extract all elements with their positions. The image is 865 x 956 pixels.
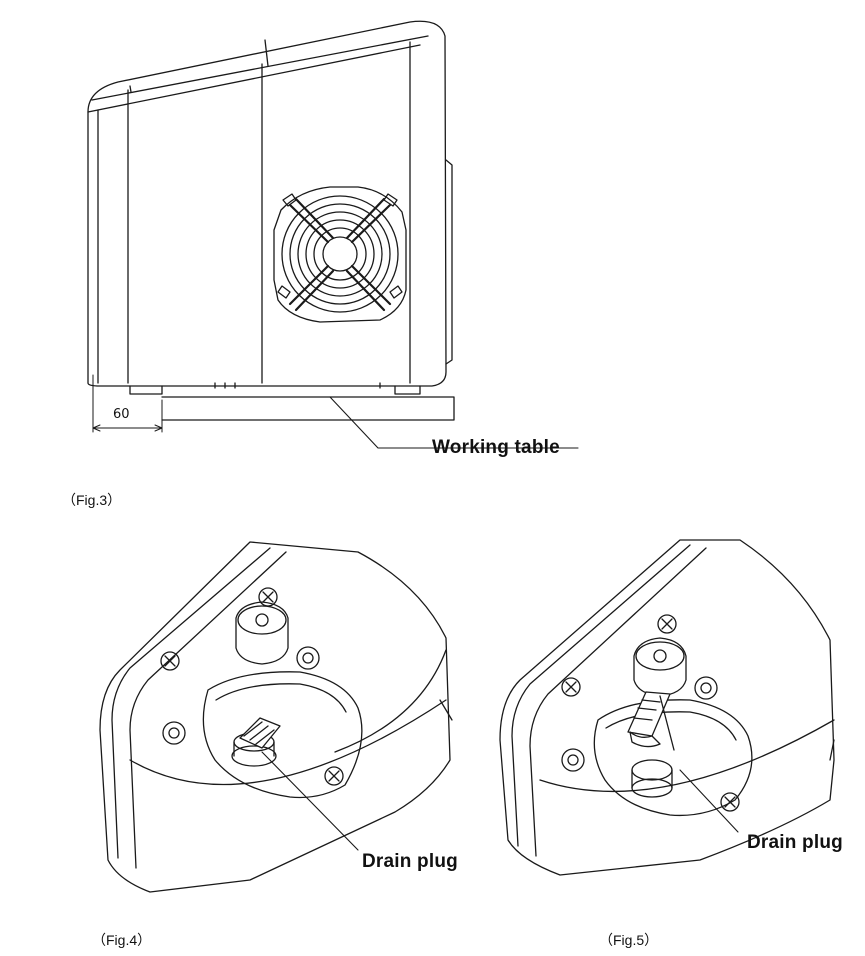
fig4-leader-line	[261, 751, 359, 851]
fig5-leader-line	[679, 769, 739, 833]
fig5-caption: （Fig.5）	[599, 932, 659, 948]
fig4-caption: （Fig.4）	[92, 932, 152, 948]
fig3-caption: （Fig.3）	[62, 492, 122, 508]
fan-grille	[273, 186, 407, 323]
fig5-screws	[561, 614, 740, 812]
working-table	[161, 396, 579, 449]
fig5-base	[499, 539, 835, 876]
fig4-base	[99, 541, 453, 893]
fig4-drain-plug-label: Drain plug	[362, 851, 458, 872]
fig5-drain-plug-label: Drain plug	[747, 832, 843, 853]
dimension-label: 60	[113, 407, 130, 422]
machine-body	[87, 20, 453, 395]
working-table-label: Working table	[432, 437, 560, 458]
fig4-drain-plug	[231, 717, 281, 767]
fig5-drain-plug	[627, 691, 675, 798]
dimension-60	[92, 374, 163, 433]
fig4-screws	[160, 587, 344, 786]
